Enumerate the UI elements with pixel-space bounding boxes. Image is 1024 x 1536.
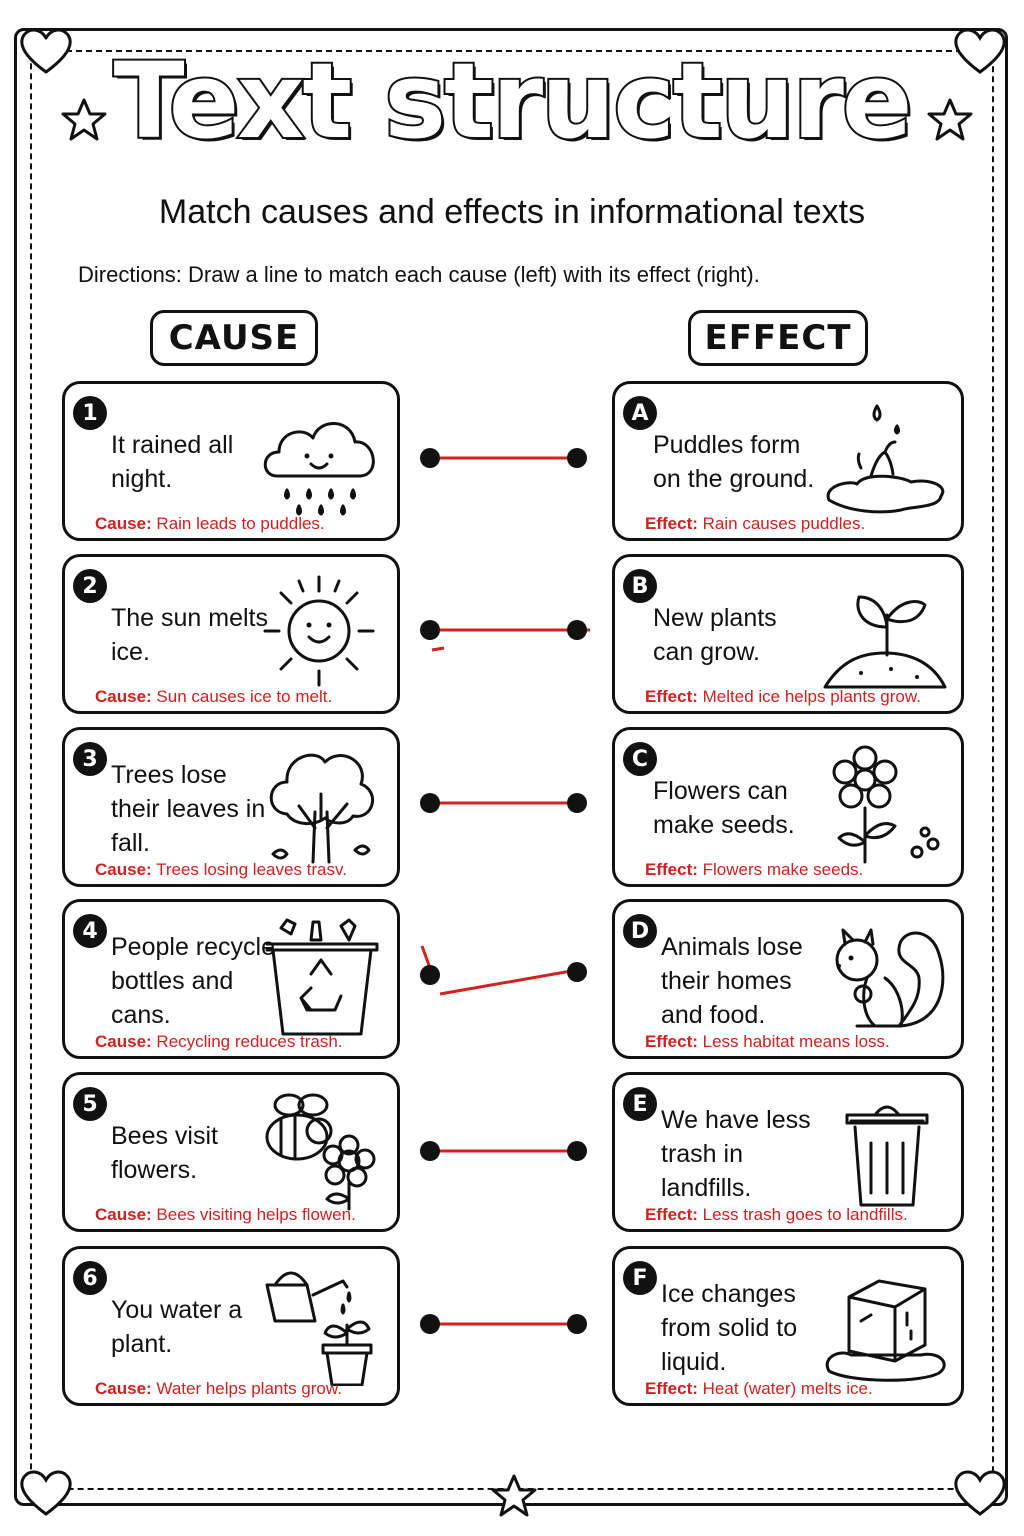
cause-note: Cause: Water helps plants grow. [95,1379,342,1398]
cause-note: Cause: Bees visiting helps flowen. [95,1205,356,1224]
cause-number: 6 [73,1261,107,1295]
sun-icon [263,575,375,687]
cause-text: Trees lose their leaves in fall. [111,761,266,857]
effect-note: Effect: Rain causes puddles. [645,514,866,533]
answer-line-1[interactable] [420,448,587,468]
cause-number: 3 [73,742,107,776]
effect-text: Animals lose their homes and food. [661,933,803,1029]
page-title: Text structure [112,40,915,162]
answer-line-4[interactable] [420,945,587,996]
effect-letter: D [623,914,657,948]
cause-card-2: 2 The sun melts ice. Cause: Sun causes i… [62,554,400,714]
effect-note: Effect: Flowers make seeds. [645,860,864,879]
effect-letter: A [623,396,657,430]
rain-cloud-icon [263,422,375,516]
effect-card-b: B New plants can grow. Effect: Melted ic… [612,554,964,714]
answer-line-3[interactable] [420,793,587,813]
heart-icon [954,28,1006,74]
effect-text: Flowers can make seeds. [653,777,795,839]
sprout-icon [823,595,947,689]
cause-text: Bees visit flowers. [111,1122,218,1184]
effect-card-e: E We have less trash in landfills. Effec… [612,1072,964,1232]
tree-icon [269,753,374,864]
cause-column-header: CAUSE [150,310,318,366]
effect-note: Effect: Less habitat means loss. [645,1032,890,1051]
star-icon [491,1474,537,1517]
heart-icon [954,1470,1006,1516]
cause-text: It rained all night. [111,431,234,493]
answer-line-5[interactable] [420,1141,587,1161]
effect-card-c: C Flowers can make seeds. Effect: Flower… [612,727,964,887]
cause-note: Cause: Trees losing leaves trasv. [95,860,347,879]
answer-line-6[interactable] [420,1314,587,1334]
cause-card-3: 3 Trees lose their leaves in fall. Cause… [62,727,400,887]
cause-text: The sun melts ice. [111,604,269,666]
cause-card-5: 5 Bees visit flowers. Cause: Bees visiti… [62,1072,400,1232]
effect-text: Puddles form on the ground. [653,431,815,493]
cause-card-1: 1 It rained all night. Cause: Rain leads… [62,381,400,541]
answer-line-2[interactable] [420,620,590,652]
recycle-bin-icon [265,918,379,1036]
page-subtitle: Match causes and effects in informationa… [158,193,866,231]
effect-text: New plants can grow. [653,604,777,666]
heart-icon [20,1470,72,1516]
effect-letter: F [623,1261,657,1295]
puddle-icon [826,404,945,514]
cause-text: You water a plant. [111,1296,243,1358]
cause-number: 5 [73,1087,107,1121]
cause-note: Cause: Sun causes ice to melt. [95,687,333,706]
effect-note: Effect: Heat (water) melts ice. [645,1379,873,1398]
cause-note: Cause: Recycling reduces trash. [95,1032,343,1051]
bee-icon [265,1093,376,1211]
effect-card-a: A Puddles form on the ground. Effect: Ra… [612,381,964,541]
effect-column-header: EFFECT [688,310,868,366]
star-icon [927,98,973,141]
squirrel-icon [835,928,945,1028]
effect-letter: B [623,569,657,603]
watering-can-icon [265,1271,373,1386]
cause-card-4: 4 People recycle bottles and cans. Cause… [62,899,400,1059]
ice-cube-icon [825,1279,946,1382]
cause-number: 4 [73,914,107,948]
effect-letter: E [623,1087,657,1121]
cause-card-6: 6 You water a plant. Cause: Water helps … [62,1246,400,1406]
heart-icon [20,28,72,74]
effect-note: Effect: Less trash goes to landfills. [645,1205,908,1224]
effect-text: We have less trash in landfills. [661,1106,811,1202]
effect-note: Effect: Melted ice helps plants grow. [645,687,921,706]
directions-text: Directions: Draw a line to match each ca… [78,262,760,287]
trash-can-icon [845,1105,929,1207]
flower-icon [832,745,940,864]
effect-letter: C [623,742,657,776]
cause-number: 2 [73,569,107,603]
star-icon [61,98,107,141]
cause-number: 1 [73,396,107,430]
effect-text: Ice changes from solid to liquid. [661,1280,798,1376]
effect-card-f: F Ice changes from solid to liquid. Effe… [612,1246,964,1406]
effect-card-d: D Animals lose their homes and food. Eff… [612,899,964,1059]
cause-note: Cause: Rain leads to puddles. [95,514,325,533]
cause-text: People recycle bottles and cans. [111,933,275,1029]
